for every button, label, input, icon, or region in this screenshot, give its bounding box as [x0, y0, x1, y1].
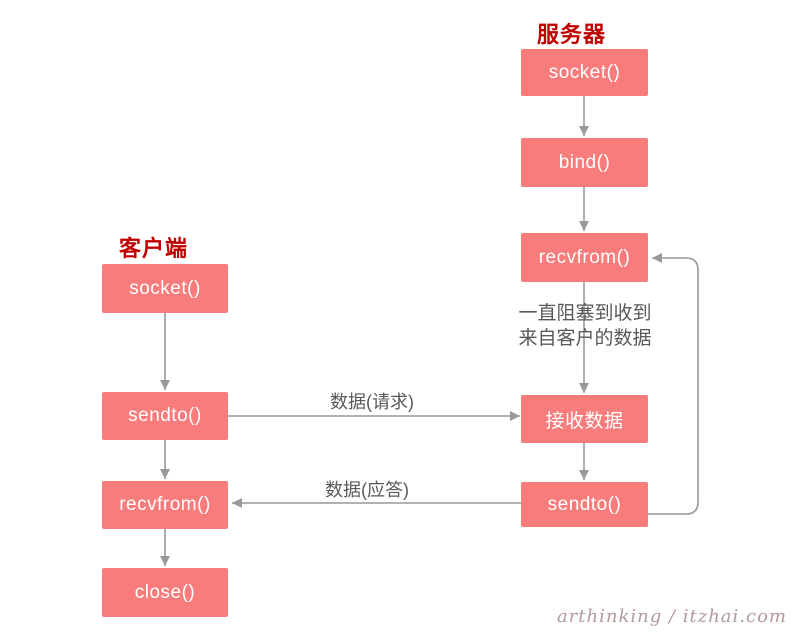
server-box-recvfrom: recvfrom(): [521, 233, 648, 282]
request-edge-label: 数据(请求): [330, 392, 414, 412]
blocking-note-line1: 一直阻塞到收到: [518, 303, 652, 324]
watermark: arthinking / itzhai.com: [556, 606, 787, 627]
server-box-receive-data: 接收数据: [521, 395, 648, 443]
client-box-sendto: sendto(): [102, 392, 228, 440]
blocking-note: 一直阻塞到收到 来自客户的数据: [490, 301, 680, 351]
server-box-sendto: sendto(): [521, 482, 648, 527]
reply-edge-label: 数据(应答): [325, 480, 409, 500]
client-box-recvfrom: recvfrom(): [102, 481, 228, 529]
server-box-socket: socket(): [521, 49, 648, 96]
server-column-title: 服务器: [537, 22, 607, 47]
client-box-socket: socket(): [102, 264, 228, 313]
client-box-close: close(): [102, 568, 228, 617]
server-box-bind: bind(): [521, 138, 648, 187]
blocking-note-line2: 来自客户的数据: [518, 328, 652, 349]
arrow-server-loop-sendto-to-recvfrom: [648, 253, 699, 515]
client-column-title: 客户端: [119, 236, 189, 261]
